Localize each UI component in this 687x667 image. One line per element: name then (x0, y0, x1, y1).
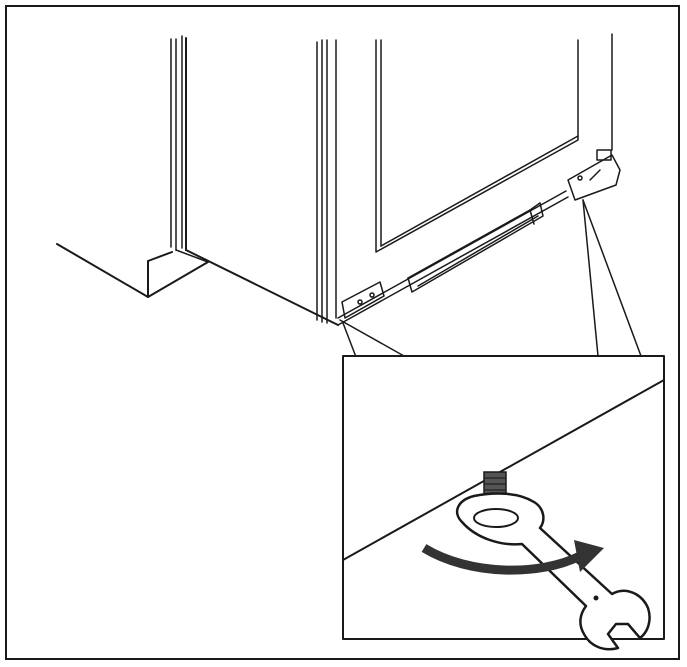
hinge-bracket-left (341, 281, 385, 319)
plinth-rail (407, 202, 544, 293)
detail-floor-line (342, 379, 665, 561)
callout-leaders (339, 199, 642, 358)
open-end-wrench (455, 492, 651, 651)
side-cabinet (170, 35, 209, 263)
appliance-body (185, 33, 613, 326)
hinge-bracket-right (567, 149, 621, 201)
floor-outline (56, 243, 209, 298)
rotation-arrow (421, 540, 604, 575)
